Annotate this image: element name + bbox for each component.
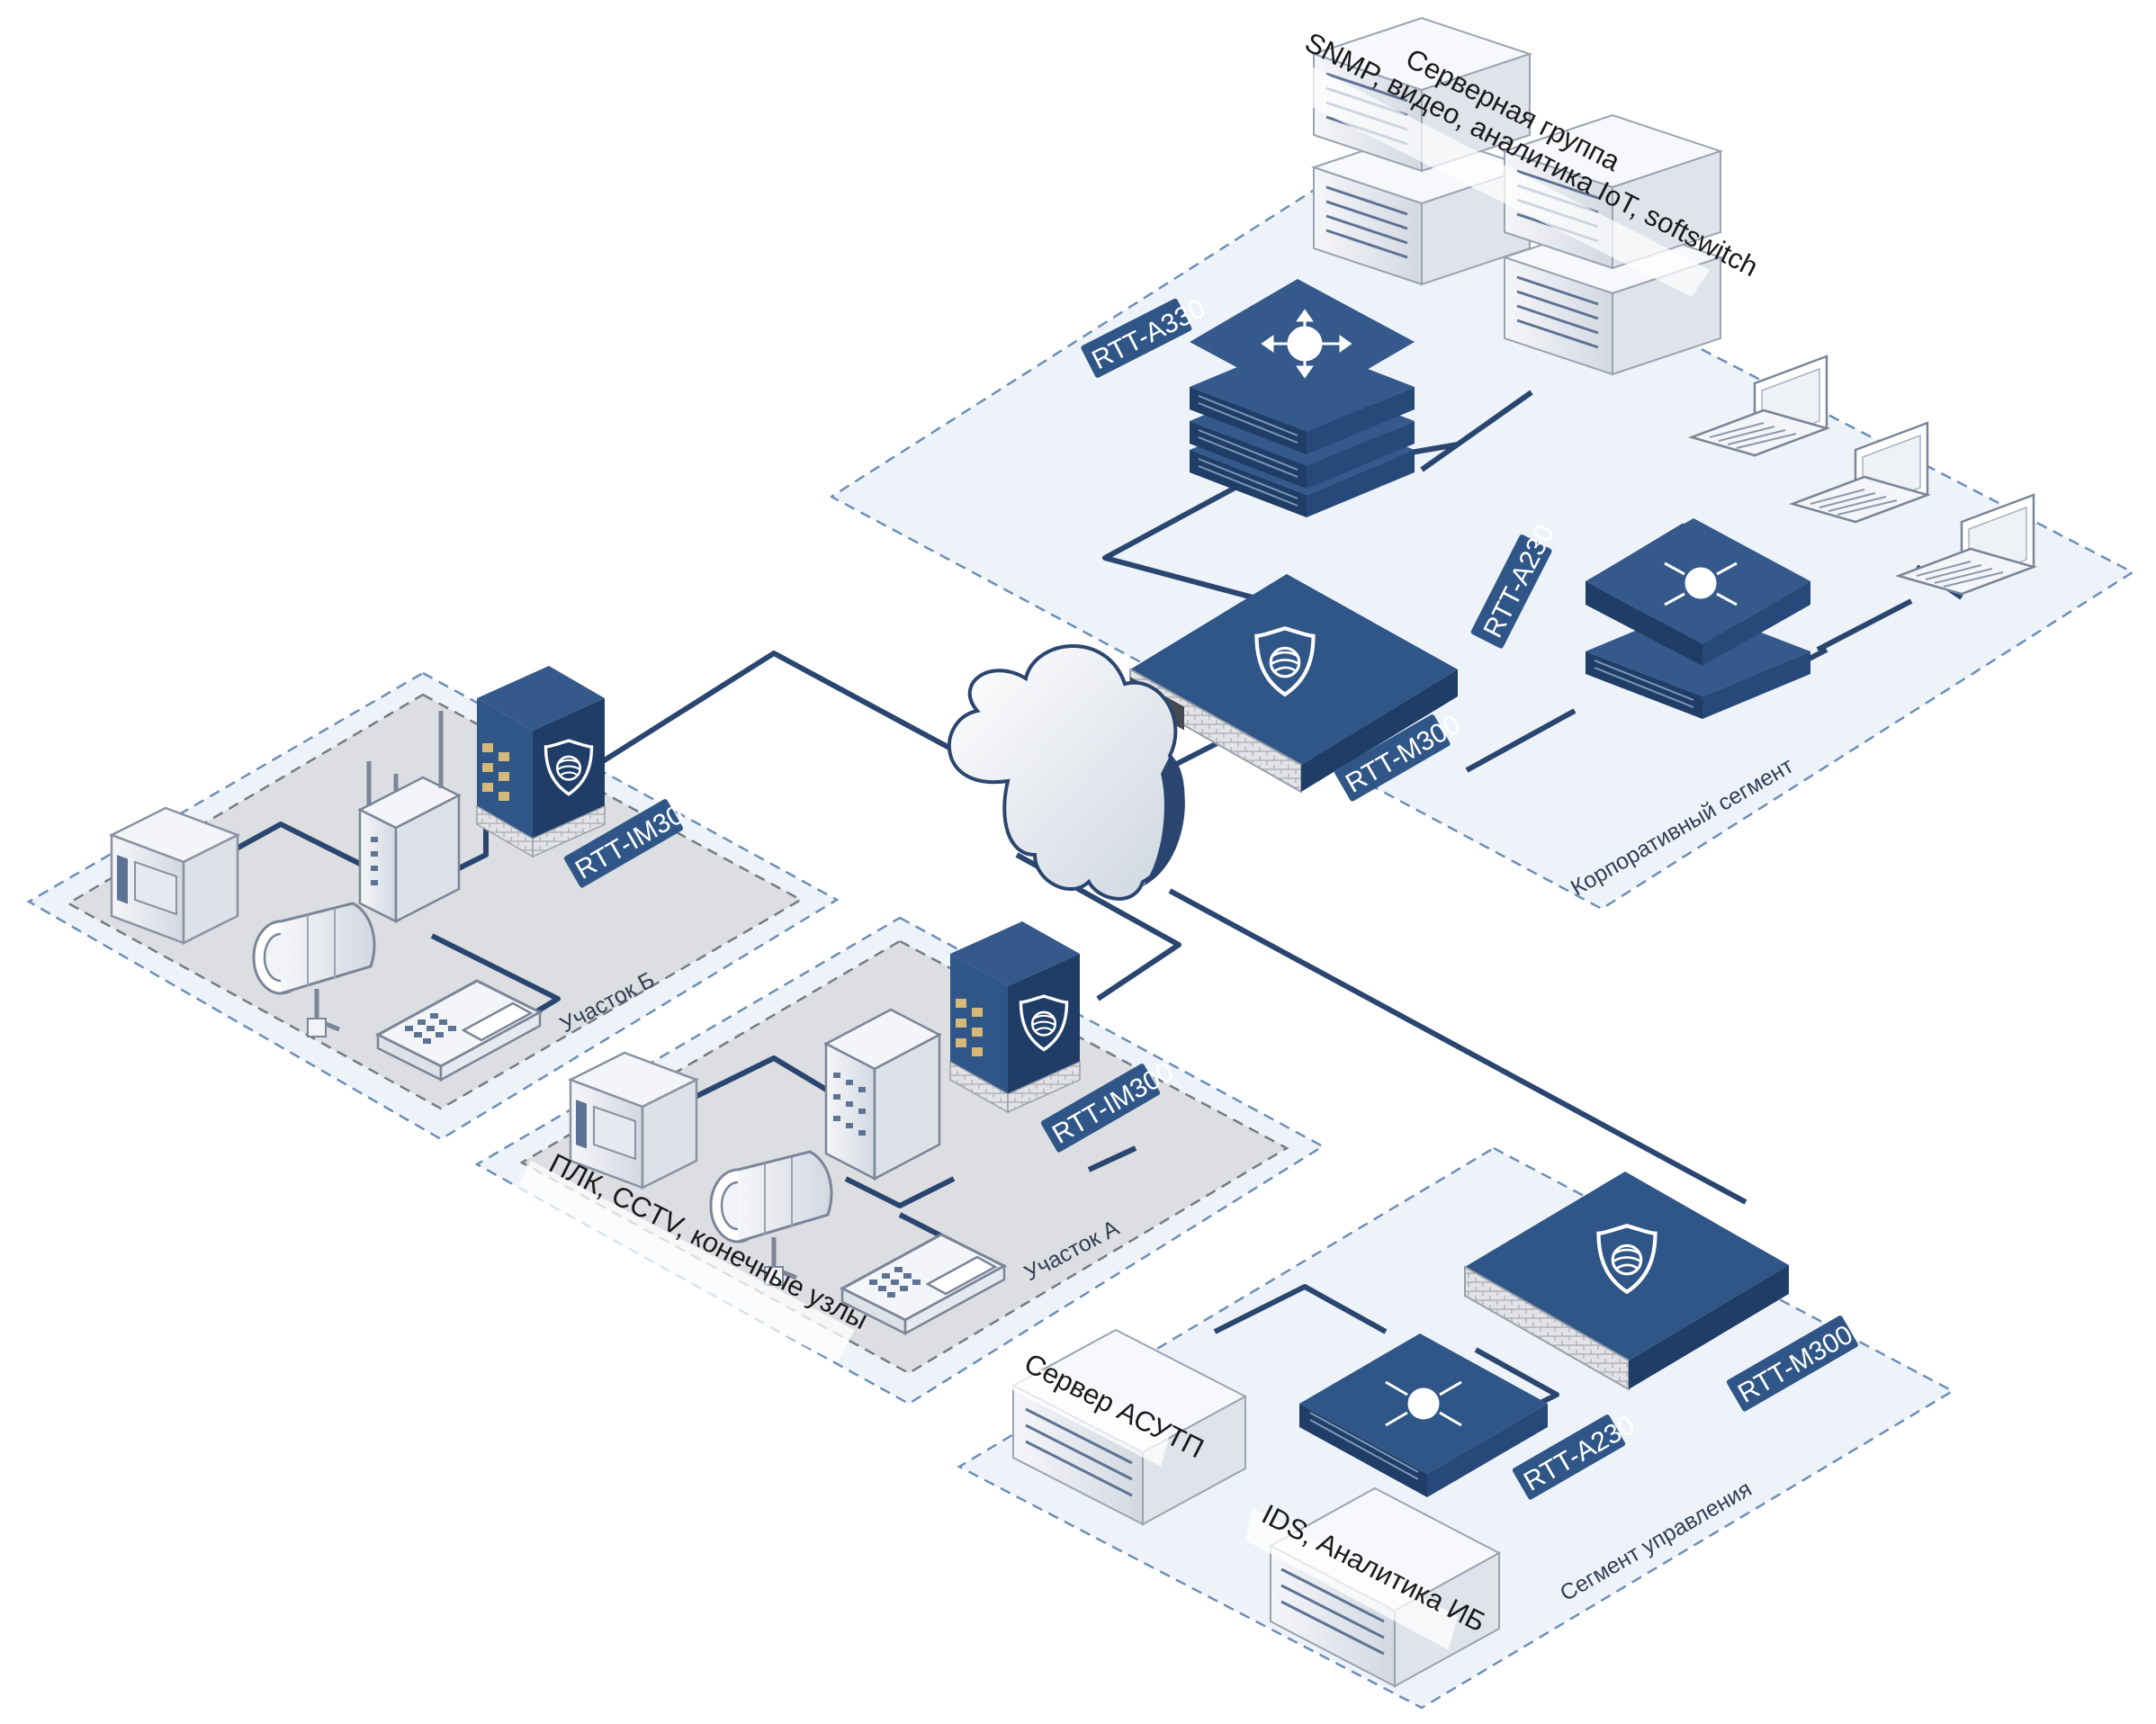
ids-server: IDS, Аналитика ИБ [1245, 1486, 1502, 1688]
rtt-m300f-firewall[interactable] [1464, 1172, 1789, 1391]
rtt-a230-corp-switch[interactable] [1585, 518, 1811, 720]
rtt-im300-a-firewall[interactable] [949, 921, 1081, 1114]
rtt-m300-firewall[interactable] [1129, 574, 1458, 794]
plc-b [110, 806, 239, 945]
scada-server: Сервер АСУТП [1004, 1328, 1248, 1526]
switch-arrows-icon [1664, 561, 1738, 606]
cloud-icon [948, 644, 1185, 901]
rtt-a330-switch[interactable] [1189, 279, 1415, 518]
server-tower-a [823, 1008, 942, 1181]
rtt-im300-b-firewall[interactable] [476, 666, 606, 858]
corporate-segment-zone [830, 166, 2134, 911]
wireless-ap-b [357, 711, 462, 924]
rtt-a230-mgmt-switch[interactable] [1299, 1333, 1548, 1497]
switch-arrows-icon [1385, 1380, 1462, 1427]
switch-arrows-icon [1261, 309, 1352, 379]
